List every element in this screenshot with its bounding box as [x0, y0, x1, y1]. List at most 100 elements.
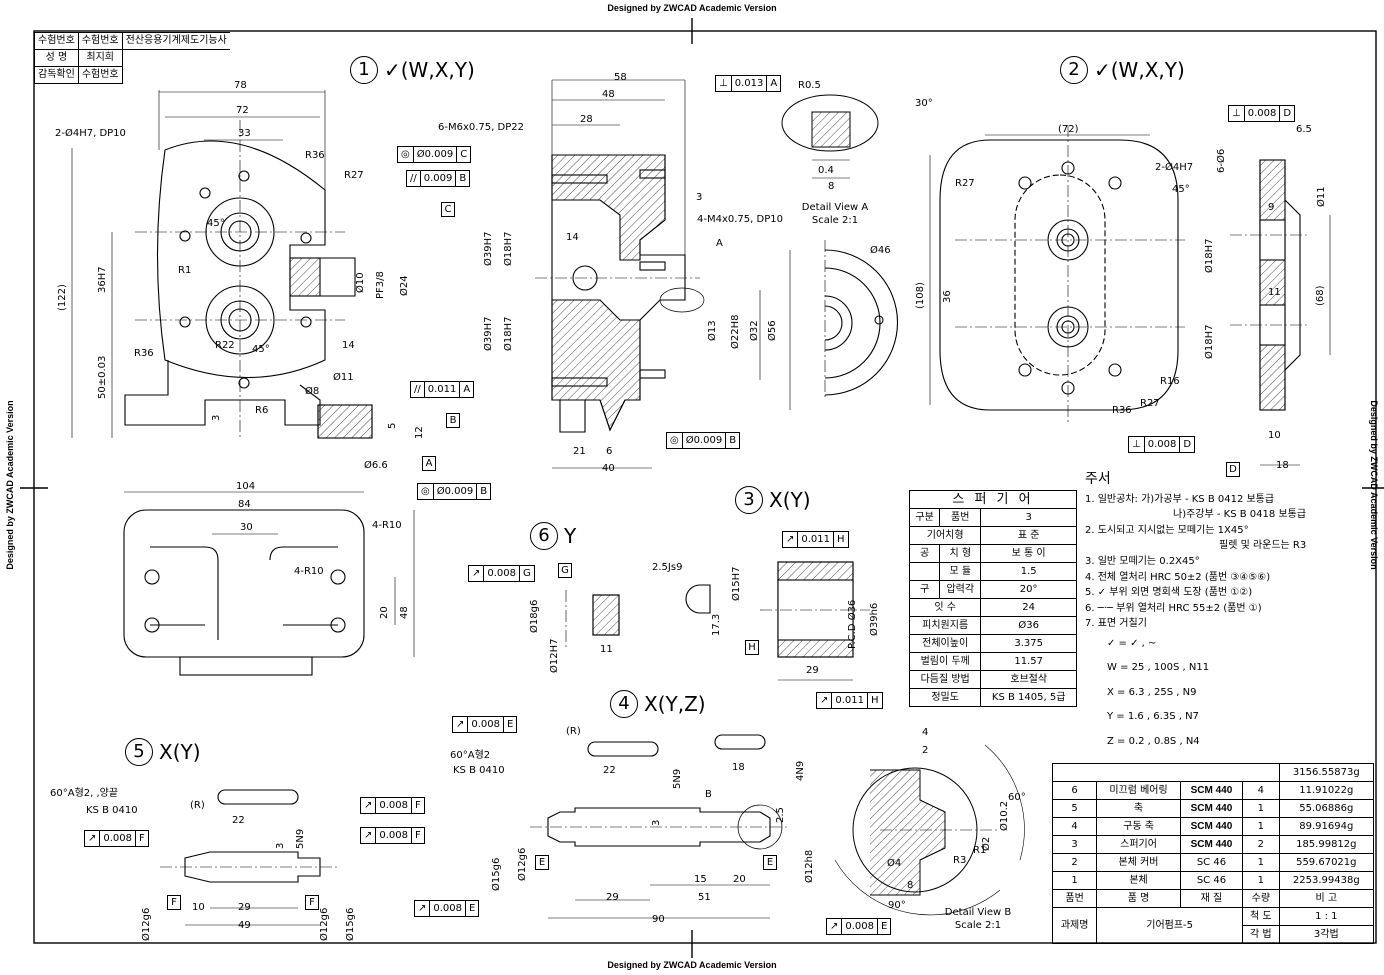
- info-cell: 수험번호: [34, 32, 79, 50]
- surface-marks-5: X(Y): [159, 740, 201, 764]
- fcf-value: Ø0.009: [434, 484, 478, 499]
- fcf-symbol: ↗: [817, 693, 833, 708]
- dim-label: 0.4: [818, 165, 834, 176]
- info-cell: 성 명: [34, 49, 79, 67]
- spur-cell: 1.5: [980, 562, 1077, 581]
- note-line: 필렛 및 라운드는 R3: [1219, 540, 1307, 552]
- dim-label: Ø12g6: [141, 907, 152, 941]
- dim-label: 72: [236, 105, 249, 116]
- dim-label: 14: [566, 232, 579, 243]
- datum-box: D: [1226, 462, 1240, 477]
- dim-label: Ø18g6: [529, 599, 540, 633]
- spur-cell: [908, 562, 941, 581]
- surface-marks-4: X(Y,Z): [644, 692, 706, 716]
- part-material: SCM 440: [1179, 799, 1244, 818]
- dim-label: 6-Ø6: [1216, 148, 1227, 173]
- view-number-3: 3: [735, 486, 763, 514]
- dim-label: (R): [566, 726, 581, 737]
- detail-caption-a: Detail View A Scale 2:1: [795, 201, 875, 227]
- fcf-symbol: ⊥: [716, 76, 732, 91]
- dim-label: R6: [255, 405, 269, 416]
- fcf-value: 0.008: [1245, 106, 1281, 121]
- part-name: 본체 커버: [1096, 853, 1181, 872]
- dim-label: (122): [57, 284, 68, 311]
- dim-label: 51: [698, 892, 711, 903]
- dim-label: Ø12h8: [804, 849, 815, 883]
- dim-label: 4N9: [795, 760, 806, 781]
- part-qty: 1: [1242, 871, 1280, 890]
- dim-label: 10: [192, 902, 205, 913]
- info-cell: 수험번호: [77, 66, 123, 84]
- part-no: 5: [1051, 799, 1098, 818]
- fcf-symbol: ⊥: [1129, 437, 1145, 452]
- dim-label: Ø13: [707, 320, 718, 341]
- dim-label: 18: [732, 762, 745, 773]
- detail-caption-b: Detail View B Scale 2:1: [938, 906, 1018, 932]
- fcf-datum: E: [507, 719, 514, 730]
- dim-label: 78: [234, 80, 247, 91]
- fcf-datum: H: [871, 695, 879, 706]
- datum-box: E: [535, 855, 549, 870]
- projection-value: 3각법: [1278, 925, 1375, 944]
- dim-label: Ø4: [887, 858, 902, 869]
- fcf-value: 0.011: [425, 382, 461, 397]
- dim-label: Ø39H7: [483, 231, 494, 266]
- dim-label: (R): [190, 800, 205, 811]
- fcf-symbol: ↗: [361, 828, 377, 843]
- dim-label: 28: [580, 114, 593, 125]
- projection-label: 각 법: [1242, 925, 1280, 944]
- dim-label: 22: [603, 765, 616, 776]
- dim-label: 8: [907, 880, 914, 891]
- dim-label: 3: [651, 819, 662, 826]
- dim-label: R16: [1160, 376, 1180, 387]
- dim-label: 29: [606, 892, 619, 903]
- dim-label: 6.5: [1296, 124, 1312, 135]
- dim-label: R27: [1140, 398, 1160, 409]
- surface-marks-6: Y: [564, 524, 577, 548]
- dim-label: 4-M4x0.75, DP10: [697, 214, 783, 225]
- view5-shaft: [160, 789, 340, 926]
- watermark-bottom: Designed by ZWCAD Academic Version: [607, 960, 777, 970]
- view4-shaft: [530, 734, 790, 919]
- dim-label: Ø8: [305, 386, 320, 397]
- dim-label: P.C.D Ø36: [847, 599, 858, 649]
- dim-label: 20: [733, 874, 746, 885]
- part-material: SCM 440: [1179, 835, 1244, 854]
- dim-label: 5N9: [672, 768, 683, 789]
- spur-cell: 호브절삭: [980, 670, 1077, 689]
- part-no: 4: [1051, 817, 1098, 836]
- datum-box: C: [441, 202, 455, 217]
- dim-label: Ø11: [333, 372, 354, 383]
- part-note: 2253.99438g: [1278, 871, 1375, 890]
- dim-label: KS B 0410: [453, 765, 505, 776]
- detail-a: [781, 94, 879, 179]
- dim-label: 3: [696, 192, 703, 203]
- view1-bottom: [123, 491, 415, 676]
- dim-label: R22: [215, 340, 235, 351]
- dim-label: 2-Ø4H7: [1155, 162, 1194, 173]
- fcf-symbol: ↗: [783, 532, 799, 547]
- view1-front: [71, 90, 373, 440]
- header-cell: 품번: [1051, 889, 1098, 908]
- dim-label: Ø39h6: [869, 602, 880, 636]
- part-note: 185.99812g: [1278, 835, 1375, 854]
- part-no: 6: [1051, 781, 1098, 800]
- dim-label: 60°: [1008, 792, 1026, 803]
- dim-label: 48: [399, 606, 410, 619]
- info-cell: 최지희: [77, 49, 123, 67]
- dim-label: R27: [344, 170, 364, 181]
- fcf-symbol: ⊥: [1229, 106, 1245, 121]
- part-material: SC 46: [1179, 871, 1244, 890]
- dim-label: (68): [1315, 285, 1326, 306]
- border-frame: [33, 30, 1377, 944]
- info-cell: 전산응용기계제도기능사: [121, 32, 230, 50]
- dim-label: 90°: [888, 900, 906, 911]
- fcf-datum: E: [881, 921, 888, 932]
